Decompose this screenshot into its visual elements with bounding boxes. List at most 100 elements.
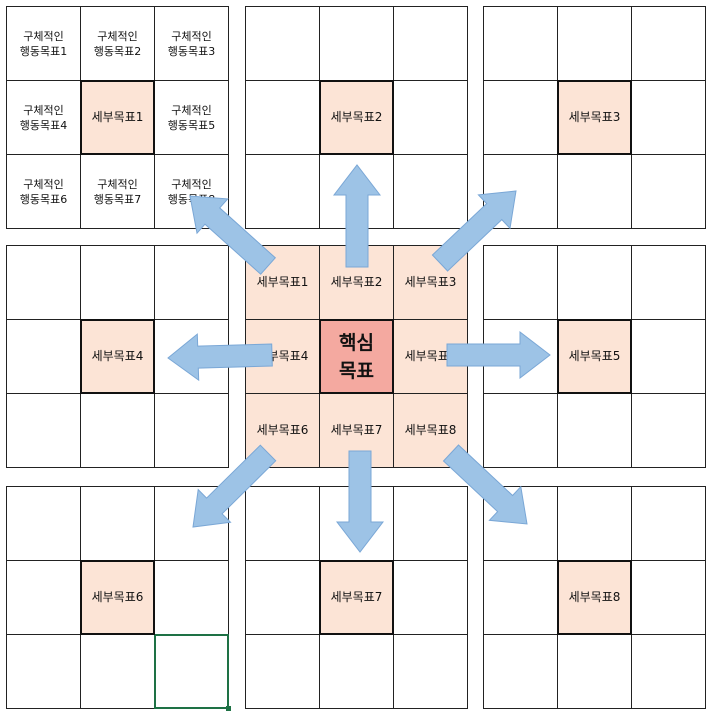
sub-goal-cell-7[interactable]: 세부목표7 <box>319 560 394 635</box>
empty-cell[interactable] <box>154 393 229 468</box>
empty-cell[interactable] <box>483 634 558 709</box>
sub-goal-cell-3[interactable]: 세부목표3 <box>557 80 632 155</box>
empty-cell[interactable] <box>631 486 706 561</box>
empty-cell[interactable] <box>393 634 468 709</box>
selection-fill-handle[interactable] <box>226 706 231 711</box>
empty-cell[interactable] <box>319 6 394 81</box>
empty-cell[interactable] <box>6 245 81 320</box>
cell-text: 구체적인 행동목표6 <box>19 177 68 206</box>
empty-cell[interactable] <box>154 560 229 635</box>
empty-cell[interactable] <box>631 245 706 320</box>
cell-text: 세부목표8 <box>568 590 621 604</box>
empty-cell[interactable] <box>557 634 632 709</box>
empty-cell[interactable] <box>154 319 229 394</box>
empty-cell[interactable] <box>557 154 632 229</box>
empty-cell[interactable] <box>393 486 468 561</box>
cell-text: 세부목표5 <box>404 349 457 363</box>
empty-cell[interactable] <box>483 319 558 394</box>
cell-text: 구체적인 행동목표3 <box>167 29 216 58</box>
empty-cell[interactable] <box>393 80 468 155</box>
action-item-cell-8[interactable]: 구체적인 행동목표8 <box>154 154 229 229</box>
empty-cell[interactable] <box>631 560 706 635</box>
cell-text: 세부목표7 <box>330 423 383 437</box>
cell-text: 구체적인 행동목표4 <box>19 103 68 132</box>
empty-cell[interactable] <box>6 486 81 561</box>
empty-cell[interactable] <box>631 393 706 468</box>
sub-goal-cell-1[interactable]: 세부목표1 <box>80 80 155 155</box>
empty-cell[interactable] <box>245 560 320 635</box>
action-item-cell-5[interactable]: 구체적인 행동목표5 <box>154 80 229 155</box>
empty-cell[interactable] <box>319 634 394 709</box>
action-item-cell-6[interactable]: 구체적인 행동목표6 <box>6 154 81 229</box>
cell-text: 세부목표7 <box>330 590 383 604</box>
empty-cell[interactable] <box>245 6 320 81</box>
empty-cell[interactable] <box>80 245 155 320</box>
empty-cell[interactable] <box>154 245 229 320</box>
empty-cell[interactable] <box>483 6 558 81</box>
sub-goal-cell-5[interactable]: 세부목표5 <box>557 319 632 394</box>
empty-cell[interactable] <box>154 634 229 709</box>
center-sub-goal-cell-2[interactable]: 세부목표2 <box>319 245 394 320</box>
cell-text: 세부목표3 <box>404 275 457 289</box>
empty-cell[interactable] <box>557 393 632 468</box>
empty-cell[interactable] <box>245 154 320 229</box>
empty-cell[interactable] <box>6 634 81 709</box>
cell-text: 세부목표2 <box>330 275 383 289</box>
empty-cell[interactable] <box>631 6 706 81</box>
empty-cell[interactable] <box>154 486 229 561</box>
empty-cell[interactable] <box>483 245 558 320</box>
empty-cell[interactable] <box>80 486 155 561</box>
cell-text: 구체적인 행동목표8 <box>167 177 216 206</box>
action-item-cell-4[interactable]: 구체적인 행동목표4 <box>6 80 81 155</box>
center-sub-goal-cell-1[interactable]: 세부목표1 <box>245 245 320 320</box>
empty-cell[interactable] <box>483 486 558 561</box>
empty-cell[interactable] <box>245 486 320 561</box>
empty-cell[interactable] <box>319 486 394 561</box>
empty-cell[interactable] <box>6 560 81 635</box>
empty-cell[interactable] <box>393 6 468 81</box>
cell-text: 세부목표6 <box>91 590 144 604</box>
empty-cell[interactable] <box>483 393 558 468</box>
center-sub-goal-cell-6[interactable]: 세부목표6 <box>245 393 320 468</box>
empty-cell[interactable] <box>6 393 81 468</box>
center-sub-goal-cell-8[interactable]: 세부목표8 <box>393 393 468 468</box>
empty-cell[interactable] <box>483 80 558 155</box>
sub-goal-cell-4[interactable]: 세부목표4 <box>80 319 155 394</box>
cell-text: 구체적인 행동목표2 <box>93 29 142 58</box>
cell-text: 세부목표5 <box>568 349 621 363</box>
cell-text: 세부목표6 <box>256 423 309 437</box>
center-sub-goal-cell-4[interactable]: 세부목표4 <box>245 319 320 394</box>
cell-text: 세부목표8 <box>404 423 457 437</box>
cell-text: 세부목표1 <box>91 110 144 124</box>
action-item-cell-7[interactable]: 구체적인 행동목표7 <box>80 154 155 229</box>
sub-goal-cell-2[interactable]: 세부목표2 <box>319 80 394 155</box>
empty-cell[interactable] <box>319 154 394 229</box>
center-sub-goal-cell-3[interactable]: 세부목표3 <box>393 245 468 320</box>
center-sub-goal-cell-7[interactable]: 세부목표7 <box>319 393 394 468</box>
empty-cell[interactable] <box>80 393 155 468</box>
empty-cell[interactable] <box>80 634 155 709</box>
empty-cell[interactable] <box>631 80 706 155</box>
empty-cell[interactable] <box>631 319 706 394</box>
action-item-cell-2[interactable]: 구체적인 행동목표2 <box>80 6 155 81</box>
empty-cell[interactable] <box>557 486 632 561</box>
empty-cell[interactable] <box>393 154 468 229</box>
empty-cell[interactable] <box>631 154 706 229</box>
empty-cell[interactable] <box>483 560 558 635</box>
sub-goal-cell-6[interactable]: 세부목표6 <box>80 560 155 635</box>
empty-cell[interactable] <box>557 245 632 320</box>
empty-cell[interactable] <box>631 634 706 709</box>
empty-cell[interactable] <box>393 560 468 635</box>
core-goal-cell[interactable]: 핵심 목표 <box>319 319 394 394</box>
empty-cell[interactable] <box>245 80 320 155</box>
center-sub-goal-cell-5[interactable]: 세부목표5 <box>393 319 468 394</box>
empty-cell[interactable] <box>6 319 81 394</box>
action-item-cell-3[interactable]: 구체적인 행동목표3 <box>154 6 229 81</box>
empty-cell[interactable] <box>557 6 632 81</box>
empty-cell[interactable] <box>483 154 558 229</box>
sub-goal-cell-8[interactable]: 세부목표8 <box>557 560 632 635</box>
cell-text: 구체적인 행동목표1 <box>19 29 68 58</box>
action-item-cell-1[interactable]: 구체적인 행동목표1 <box>6 6 81 81</box>
empty-cell[interactable] <box>245 634 320 709</box>
